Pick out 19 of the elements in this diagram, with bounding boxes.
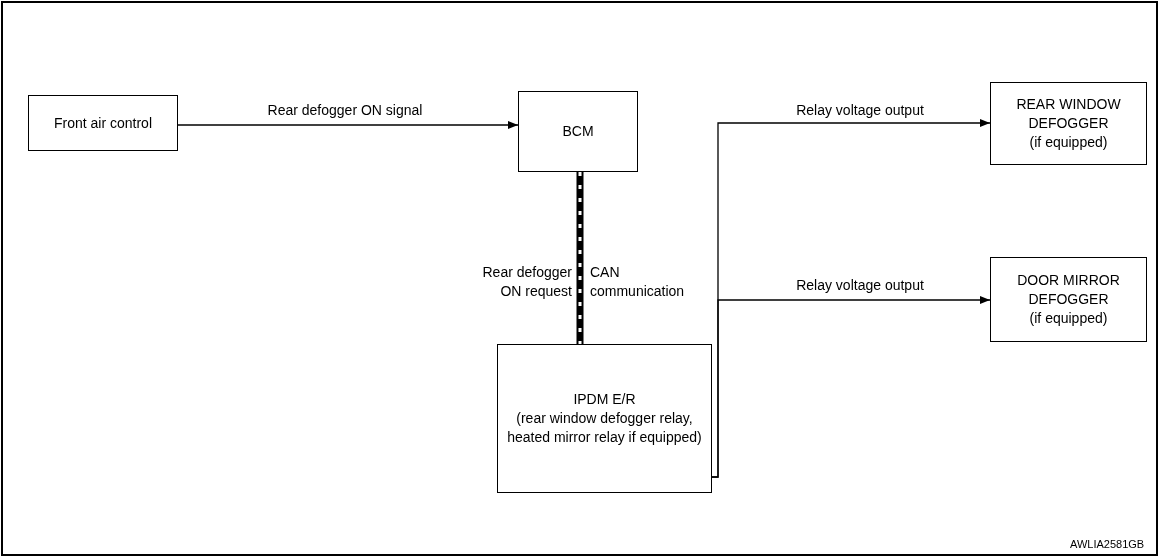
box-note: (if equipped)	[1029, 309, 1108, 328]
box-title: IPDM E/R	[573, 390, 636, 409]
bus-label: CAN communication	[590, 263, 686, 301]
box-title: Front air control	[53, 113, 152, 133]
edge-label: Relay voltage output	[795, 101, 925, 120]
box-note: (rear window defogger relay, heated mirror relay if equipped)	[506, 409, 703, 447]
edge-label: Relay voltage output	[795, 276, 925, 295]
component-box	[28, 95, 178, 151]
box-title: REAR WINDOW DEFOGGER	[1015, 95, 1122, 133]
figure-code: AWLIA2581GB	[1070, 538, 1145, 551]
component-box	[990, 257, 1147, 342]
edge-label: Rear defogger ON request	[481, 263, 572, 301]
component-box	[497, 344, 712, 493]
component-box	[990, 82, 1147, 165]
component-box	[518, 91, 638, 172]
box-title: DOOR MIRROR DEFOGGER	[1016, 271, 1121, 309]
edge-label: Rear defogger ON signal	[266, 101, 424, 120]
box-title: BCM	[562, 122, 594, 141]
box-note: (if equipped)	[1029, 133, 1108, 152]
